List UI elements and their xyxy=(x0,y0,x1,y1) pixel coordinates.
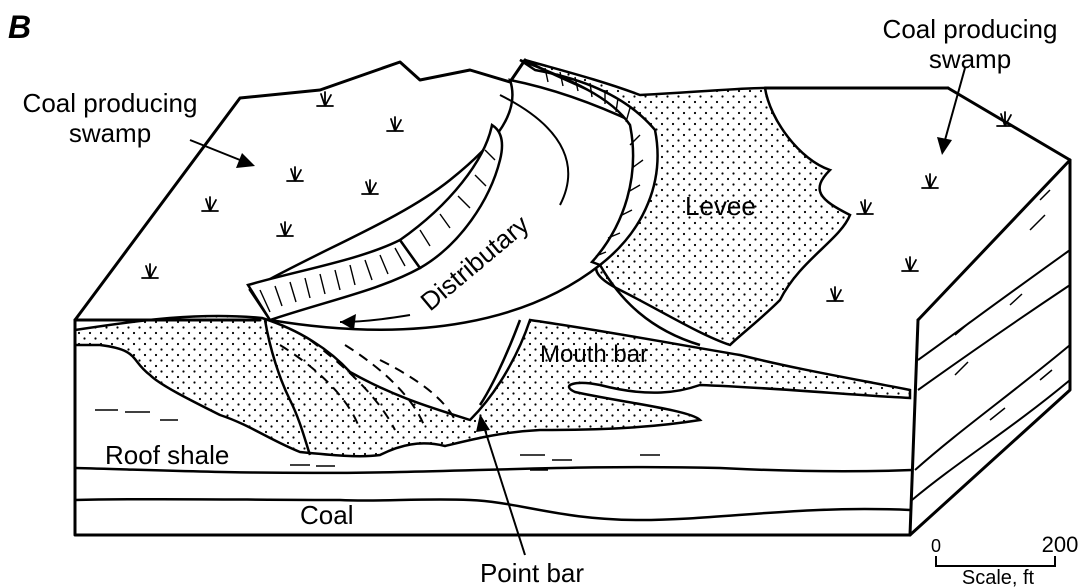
right-face-dashes xyxy=(955,190,1052,420)
label-levee: Levee xyxy=(685,191,756,221)
right-front-edge xyxy=(910,88,1070,535)
scale-caption: Scale, ft xyxy=(962,567,1035,588)
label-coal-swamp-left-1: Coal producing xyxy=(23,88,198,118)
label-roof-shale: Roof shale xyxy=(105,440,229,470)
label-mouth-bar: Mouth bar xyxy=(540,341,648,368)
label-coal: Coal xyxy=(300,500,353,530)
scale-min: 0 xyxy=(931,536,941,556)
scale-max: 200 xyxy=(1042,532,1079,557)
label-coal-swamp-left-2: swamp xyxy=(69,118,151,148)
label-point-bar: Point bar xyxy=(480,558,584,588)
panel-letter: B xyxy=(8,9,31,45)
scale-bar xyxy=(936,556,1055,566)
top-right-edge xyxy=(918,160,1070,320)
label-coal-swamp-right-1: Coal producing xyxy=(883,14,1058,44)
label-coal-swamp-right-2: swamp xyxy=(929,44,1011,74)
